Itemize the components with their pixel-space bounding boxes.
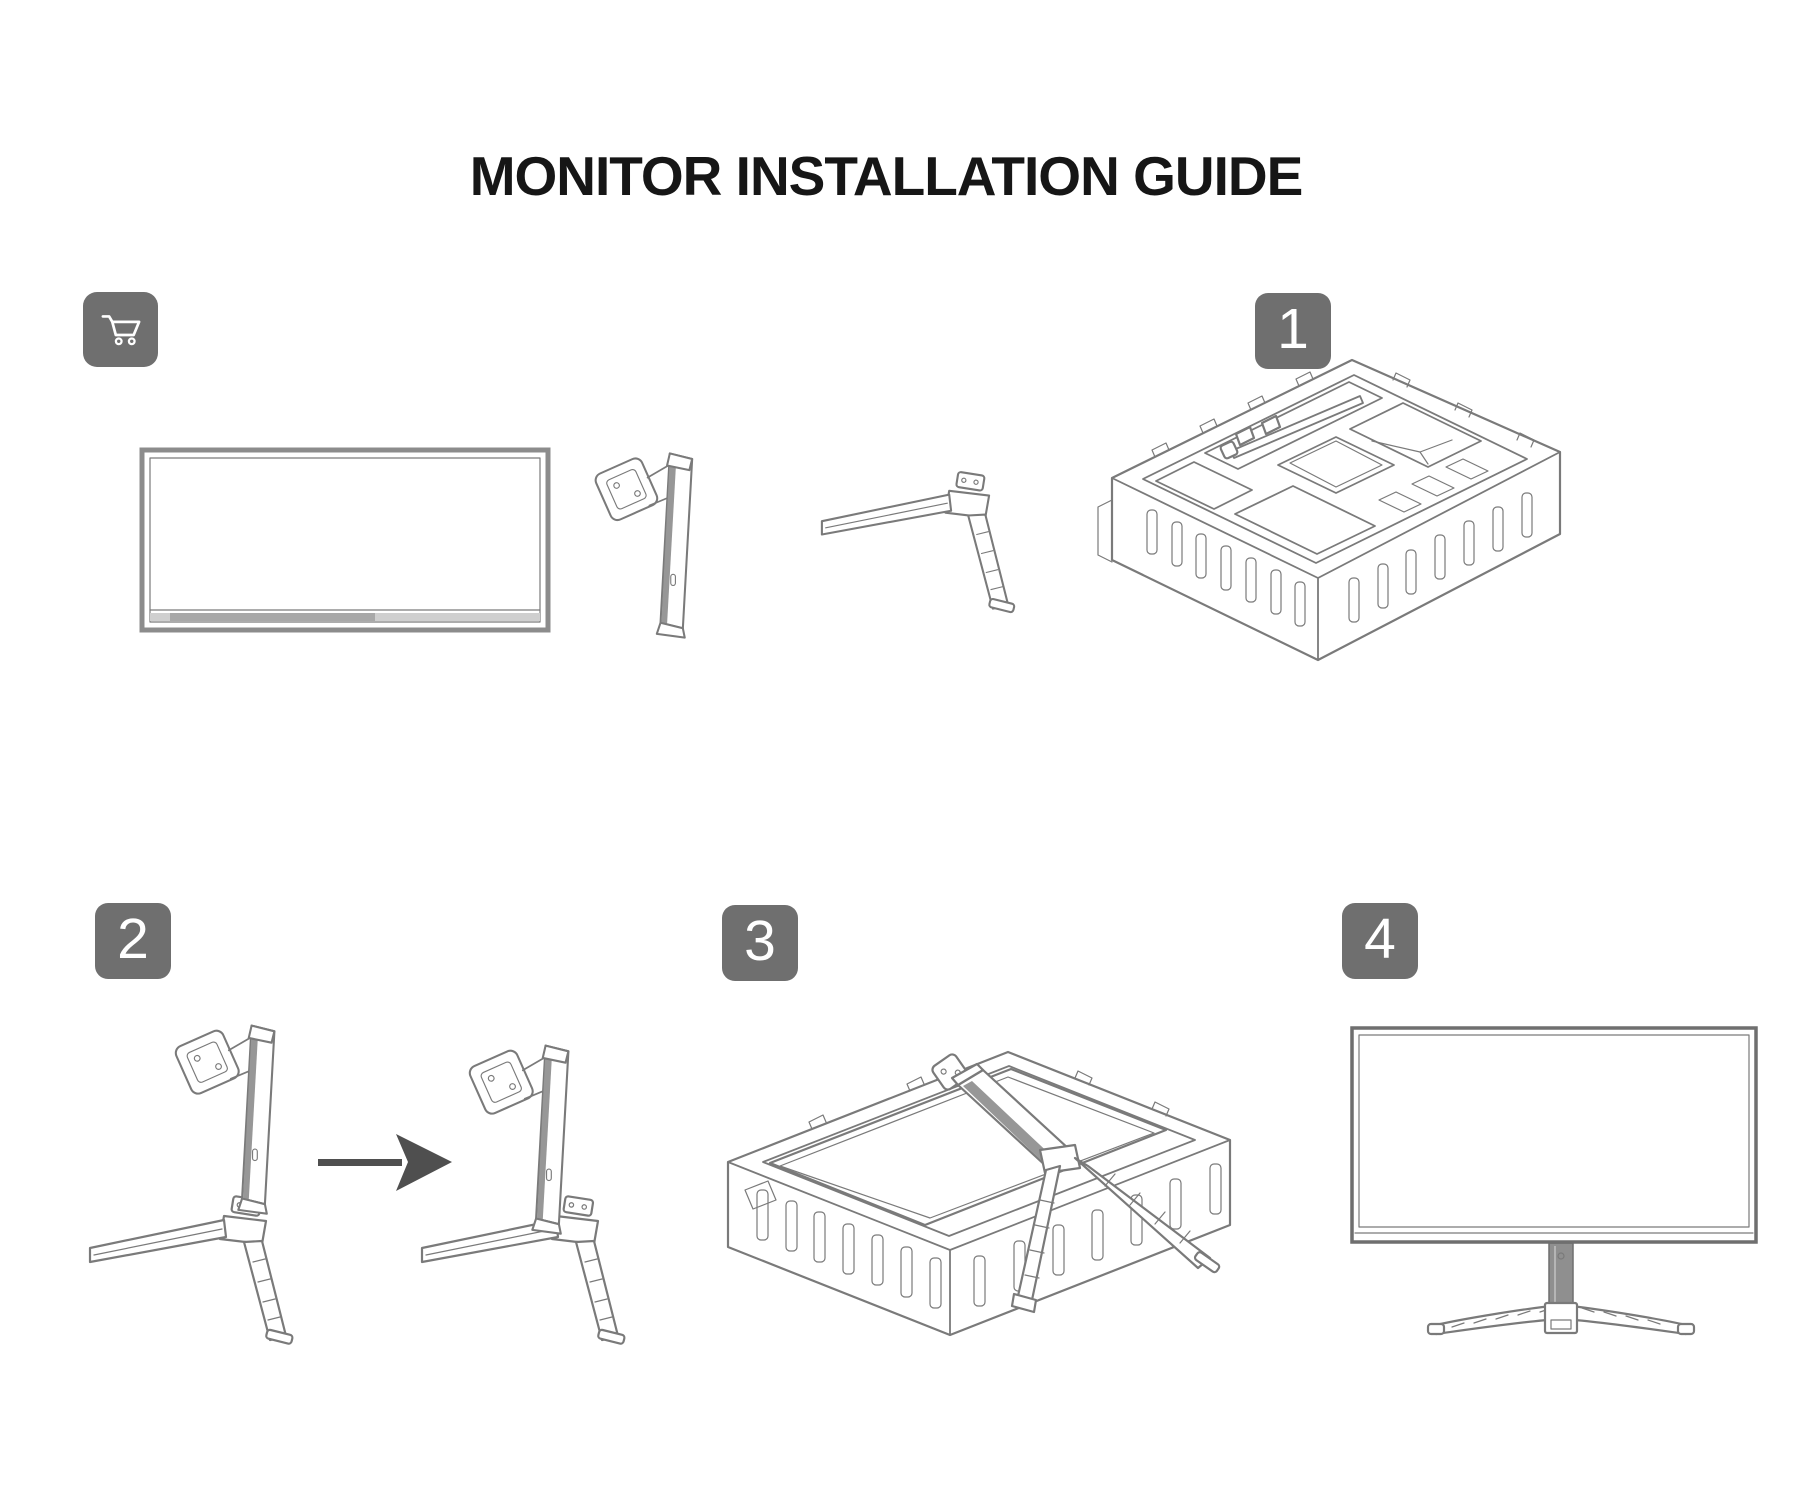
assembled-monitor-figure bbox=[1350, 1026, 1758, 1336]
step-2-badge: 2 bbox=[95, 903, 171, 979]
step-3-number: 3 bbox=[744, 909, 776, 973]
page-title: MONITOR INSTALLATION GUIDE bbox=[469, 145, 1304, 207]
stand-arm-figure bbox=[592, 452, 694, 639]
step3-stand-assembly bbox=[931, 1053, 1221, 1314]
shopping-cart-icon bbox=[101, 314, 140, 345]
step-1-badge: 1 bbox=[1255, 293, 1331, 369]
foam-package-figure bbox=[1097, 358, 1562, 662]
package-contents-badge bbox=[83, 292, 158, 367]
step3-foam-with-stand-figure bbox=[726, 1050, 1232, 1337]
step2-figure bbox=[88, 1024, 627, 1346]
step2-attached-assembly bbox=[420, 1044, 627, 1346]
step-4-badge: 4 bbox=[1342, 903, 1418, 979]
step2-detached-assembly bbox=[88, 1024, 295, 1346]
step2-arrow bbox=[318, 1134, 452, 1191]
stand-base-figure bbox=[820, 470, 1016, 614]
monitor-panel-figure bbox=[139, 447, 551, 633]
package-contents-figures bbox=[139, 447, 1016, 639]
step-4-number: 4 bbox=[1364, 907, 1396, 971]
step-2-number: 2 bbox=[117, 907, 149, 971]
step-1-number: 1 bbox=[1277, 297, 1309, 361]
step-3-badge: 3 bbox=[722, 905, 798, 981]
